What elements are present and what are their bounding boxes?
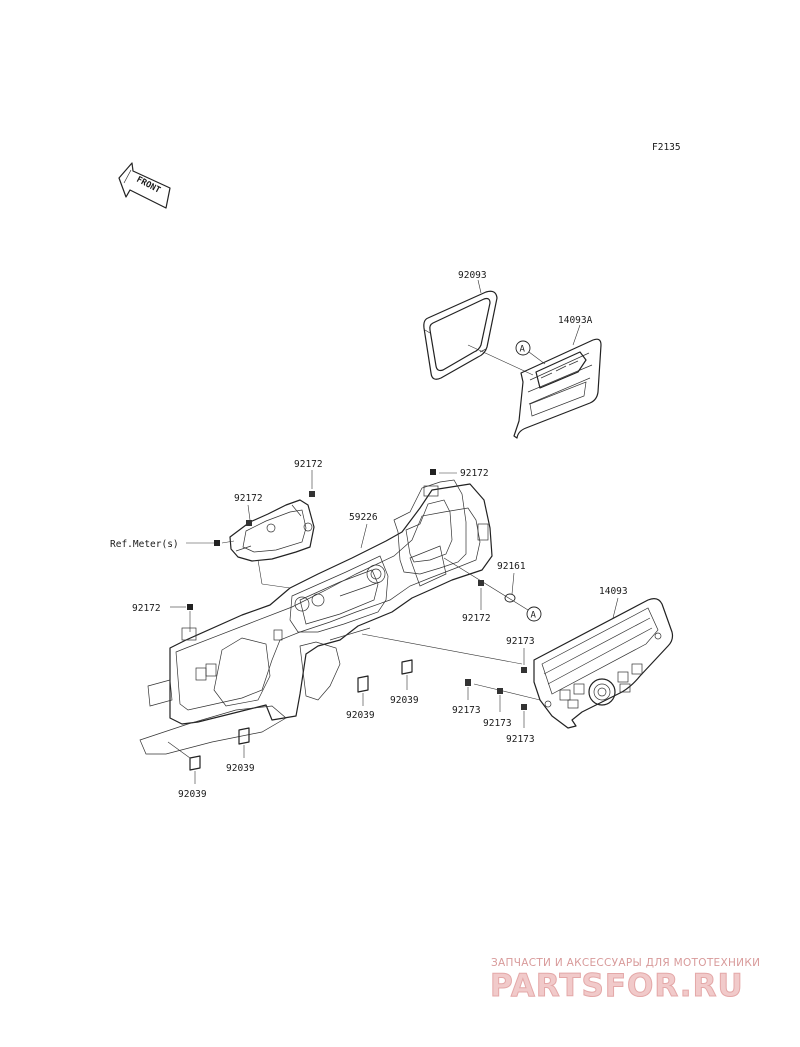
- svg-text:A: A: [531, 611, 537, 621]
- label-ref-meters: Ref.Meter(s): [110, 539, 179, 550]
- label-92173-b: 92173: [452, 705, 481, 716]
- screw-icon: [309, 491, 315, 497]
- bolt-icon: [189, 755, 201, 771]
- label-92039-d: 92039: [178, 789, 207, 800]
- bolt-icon: [357, 675, 369, 693]
- label-92039-a: 92039: [390, 695, 419, 706]
- svg-text:PARTSFOR.RU: PARTSFOR.RU: [490, 968, 744, 1004]
- callout-a-lower: A: [526, 606, 542, 622]
- bolt-icon: [238, 727, 250, 745]
- label-92172-mid: 92172: [462, 613, 491, 624]
- label-14093A: 14093A: [558, 315, 593, 326]
- label-92172-upper: 92172: [294, 459, 323, 470]
- front-arrow-icon: FRONT: [118, 162, 171, 209]
- screw-icon: [478, 580, 484, 586]
- label-92173-c: 92173: [483, 718, 512, 729]
- label-92039-b: 92039: [346, 710, 375, 721]
- label-92172-left: 92172: [132, 603, 161, 614]
- part-14093-panel: [533, 598, 674, 729]
- screw-icon: [187, 604, 193, 610]
- grommet-icon: [504, 593, 516, 603]
- part-59226-dash-housing: [139, 479, 493, 755]
- nut-icon: [497, 688, 503, 694]
- part-92093-frame: [423, 290, 498, 380]
- label-92093: 92093: [458, 270, 487, 281]
- svg-text:ЗАПЧАСТИ И АКСЕССУАРЫ ДЛЯ МОТО: ЗАПЧАСТИ И АКСЕССУАРЫ ДЛЯ МОТОТЕХНИКИ: [491, 957, 760, 969]
- figure-code: F2135: [652, 142, 681, 153]
- meter-bracket: [229, 499, 315, 562]
- label-92173-a: 92173: [506, 636, 535, 647]
- label-59226: 59226: [349, 512, 378, 523]
- nut-icon: [521, 704, 527, 710]
- bolt-icon: [401, 659, 413, 675]
- label-92173-d: 92173: [506, 734, 535, 745]
- nut-icon: [465, 679, 471, 686]
- screw-icon: [430, 469, 436, 475]
- label-92172-bracket: 92172: [234, 493, 263, 504]
- label-92172-top-right: 92172: [460, 468, 489, 479]
- nut-icon: [521, 667, 527, 673]
- label-14093: 14093: [599, 586, 628, 597]
- label-92161: 92161: [497, 561, 526, 572]
- svg-text:A: A: [520, 345, 526, 355]
- screw-icon: [214, 540, 220, 546]
- part-14093A-panel: [513, 338, 602, 439]
- label-92039-c: 92039: [226, 763, 255, 774]
- site-watermark: ЗАПЧАСТИ И АКСЕССУАРЫ ДЛЯ МОТОТЕХНИКИ PA…: [490, 957, 760, 1005]
- callout-a-upper: A: [515, 340, 531, 356]
